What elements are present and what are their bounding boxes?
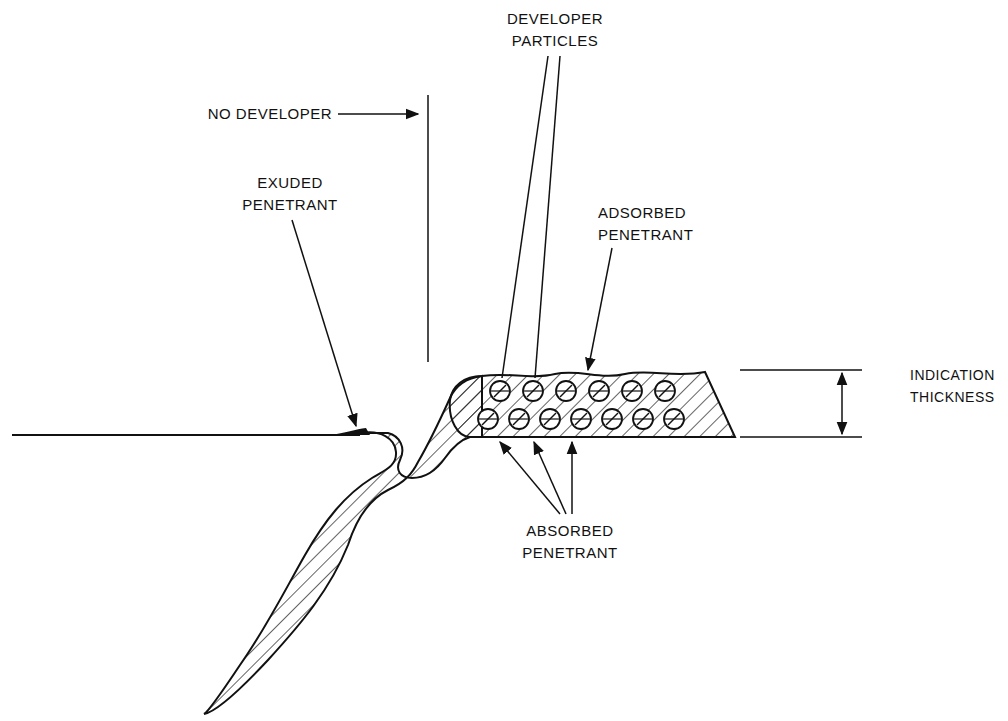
leader-line bbox=[502, 56, 548, 378]
leader-line bbox=[292, 220, 356, 426]
developer-particle bbox=[490, 381, 510, 401]
dimension-line bbox=[740, 369, 862, 370]
dimension-line bbox=[740, 436, 862, 437]
particle-mark bbox=[665, 418, 683, 419]
callout-label: DEVELOPER PARTICLES bbox=[485, 8, 625, 52]
developer-particle bbox=[655, 381, 675, 401]
developer-particle bbox=[540, 409, 560, 429]
callout-label: ADSORBED PENETRANT bbox=[598, 202, 718, 246]
leader-line bbox=[500, 442, 560, 514]
particle-circle bbox=[509, 409, 529, 429]
developer-particle bbox=[478, 409, 498, 429]
particle-mark bbox=[634, 418, 652, 419]
particle-circle bbox=[602, 409, 622, 429]
particle-mark bbox=[603, 418, 621, 419]
callout-label: INDICATION THICKNESS bbox=[910, 364, 1004, 408]
particle-mark bbox=[510, 418, 528, 419]
developer-particle bbox=[523, 381, 543, 401]
particle-circle bbox=[556, 381, 576, 401]
particle-mark bbox=[590, 390, 608, 391]
particle-circle bbox=[664, 409, 684, 429]
developer-particle bbox=[664, 409, 684, 429]
particle-mark bbox=[623, 390, 641, 391]
callout-label: NO DEVELOPER bbox=[180, 103, 332, 125]
particle-circle bbox=[633, 409, 653, 429]
particle-mark bbox=[572, 418, 590, 419]
dimension-arrow bbox=[841, 373, 843, 434]
developer-layer bbox=[450, 372, 735, 437]
developer-particle bbox=[571, 409, 591, 429]
particle-circle bbox=[540, 409, 560, 429]
surface-under-developer bbox=[470, 436, 735, 438]
developer-particles bbox=[478, 381, 684, 429]
particle-mark bbox=[524, 390, 542, 391]
particle-mark bbox=[656, 390, 674, 391]
leader-line bbox=[588, 248, 612, 370]
particle-mark bbox=[491, 390, 509, 391]
particle-circle bbox=[655, 381, 675, 401]
developer-particle bbox=[556, 381, 576, 401]
developer-particle bbox=[633, 409, 653, 429]
particle-circle bbox=[571, 409, 591, 429]
callout-label: EXUDED PENETRANT bbox=[230, 172, 350, 216]
surface-line bbox=[12, 434, 360, 436]
developer-particle bbox=[509, 409, 529, 429]
leader-line bbox=[338, 113, 418, 115]
particle-mark bbox=[479, 418, 497, 419]
particle-circle bbox=[523, 381, 543, 401]
callout-label: ABSORBED PENETRANT bbox=[505, 520, 635, 564]
particle-circle bbox=[478, 409, 498, 429]
crack-penetrant bbox=[204, 376, 482, 714]
particle-mark bbox=[557, 390, 575, 391]
particle-circle bbox=[622, 381, 642, 401]
developer-particle bbox=[622, 381, 642, 401]
leader-line bbox=[534, 442, 566, 514]
boundary-line bbox=[427, 95, 429, 362]
particle-circle bbox=[589, 381, 609, 401]
developer-particle bbox=[589, 381, 609, 401]
leader-line bbox=[571, 442, 573, 514]
leader-line bbox=[535, 56, 560, 378]
particle-circle bbox=[490, 381, 510, 401]
particle-mark bbox=[541, 418, 559, 419]
developer-particle bbox=[602, 409, 622, 429]
